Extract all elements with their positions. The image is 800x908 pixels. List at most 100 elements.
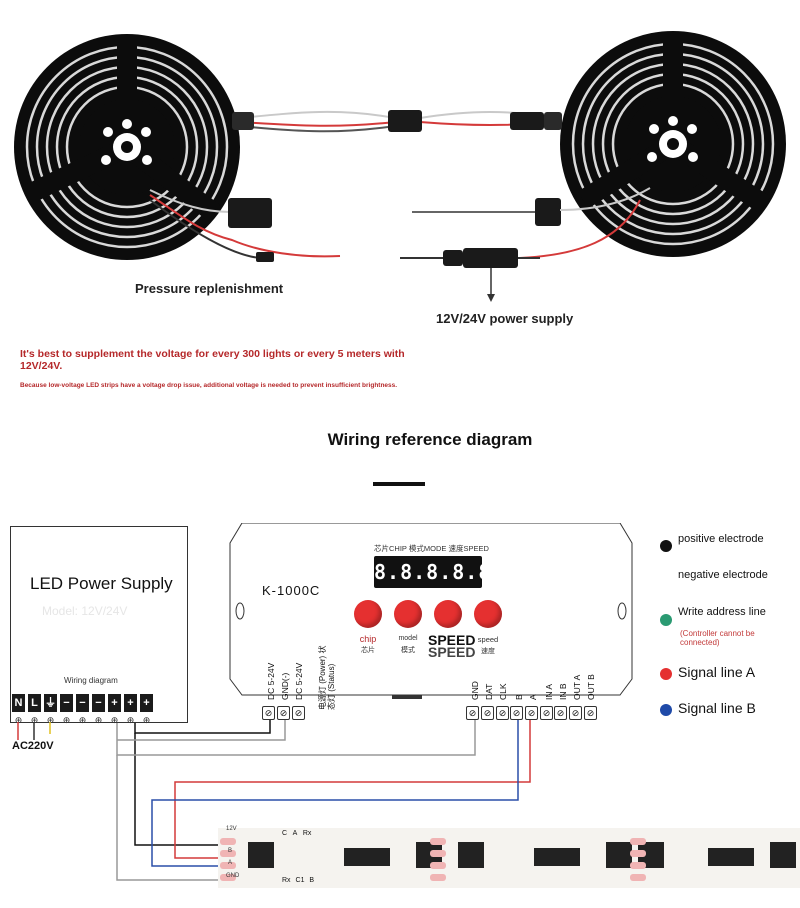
screw-terminal: ⊘ xyxy=(496,706,509,720)
psu-terminal-pos: + xyxy=(140,694,153,712)
strip-top-labels: C A Rx xyxy=(282,830,312,837)
reel-connector-wires xyxy=(232,110,562,133)
led-strip-illustration xyxy=(14,31,786,302)
controller-body xyxy=(229,523,633,699)
legend-signal-a: Signal line A xyxy=(678,664,756,680)
term-label-clk: CLK xyxy=(498,683,508,700)
led-reel-left xyxy=(14,34,240,260)
term-label-in-a: IN A xyxy=(544,683,554,700)
speed-label-big: SPEED xyxy=(428,632,476,648)
term-label-dat: DAT xyxy=(484,683,494,700)
legend-signal-b: Signal line B xyxy=(678,700,756,716)
term-label-out-b: OUT B xyxy=(586,674,596,700)
psu-terminal-neg: − xyxy=(76,694,89,712)
speed-down-button[interactable] xyxy=(474,600,502,628)
screw-icon: ⊕ xyxy=(94,715,103,725)
screw-icon: ⊕ xyxy=(14,715,23,725)
term-label-out-a: OUT A xyxy=(572,674,582,700)
screw-terminal: ⊘ xyxy=(554,706,567,720)
psu-terminal-n: N xyxy=(12,694,25,712)
pressure-connector xyxy=(149,189,341,262)
legend-negative: negative electrode xyxy=(678,569,768,581)
term-label-a: A xyxy=(528,694,538,700)
term-label-gnd2: GND xyxy=(470,681,480,700)
psu-title: LED Power Supply xyxy=(30,574,173,593)
screw-icon: ⊕ xyxy=(110,715,119,725)
controller-power-terminals: ⊘⊘⊘ xyxy=(262,706,305,720)
power-connector xyxy=(400,187,651,302)
ac-input-wires xyxy=(17,722,51,740)
psu-model: Model: 12V/24V xyxy=(42,604,128,618)
screw-icon: ⊕ xyxy=(46,715,55,725)
model-label: model xyxy=(398,635,418,642)
term-label-b: B xyxy=(514,694,524,700)
legend-dot-signal-a xyxy=(660,668,672,680)
screw-terminal: ⊘ xyxy=(540,706,553,720)
strip-pad-12v: 12V xyxy=(226,826,237,832)
strip-segment-3 xyxy=(638,842,796,868)
screw-terminal: ⊘ xyxy=(569,706,582,720)
screw-terminal: ⊘ xyxy=(277,706,290,720)
chip-label-cn: 芯片 xyxy=(361,647,375,654)
led-strip xyxy=(218,828,800,888)
led-reel-right xyxy=(560,31,786,257)
diagram-title: Wiring reference diagram xyxy=(327,430,533,449)
psu-terminal-ground: ⏚ xyxy=(44,694,57,712)
strip-pad-b: B xyxy=(228,848,233,854)
screw-icon: ⊕ xyxy=(142,715,151,725)
screw-icon: ⊕ xyxy=(126,715,135,725)
screw-terminal: ⊘ xyxy=(525,706,538,720)
strip-bottom-labels: Rx C1 B xyxy=(282,877,315,884)
term-label-dc1: DC 5-24V xyxy=(266,662,276,700)
screw-terminal: ⊘ xyxy=(481,706,494,720)
title-underline xyxy=(373,482,425,486)
status-led-label: 电源灯 (Power) 状态灯 (Status) xyxy=(318,645,336,710)
strip-pad-gnd: GND xyxy=(226,873,240,879)
controller-ab-terminals: ⊘⊘⊘ xyxy=(510,706,553,720)
legend-address-note: (Controller cannot be connected) xyxy=(680,629,755,647)
chip-label: chip xyxy=(359,634,377,644)
legend-dot-address xyxy=(660,614,672,626)
term-label-in-b: IN B xyxy=(558,683,568,700)
speed-up-button[interactable] xyxy=(434,600,462,628)
controller-top-labels: 芯片CHIP 模式MODE 速度SPEED xyxy=(374,544,489,553)
chip-button[interactable] xyxy=(354,600,382,628)
controller-signal-terminals: ⊘⊘⊘ xyxy=(466,706,509,720)
term-label-gnd: GND(-) xyxy=(280,672,290,700)
power-supply-label: 12V/24V power supply xyxy=(436,311,574,326)
screw-terminal: ⊘ xyxy=(584,706,597,720)
led-power-supply xyxy=(10,526,188,723)
psu-wiring-label: Wiring diagram xyxy=(64,676,118,685)
psu-terminal-pos: + xyxy=(108,694,121,712)
screw-icon: ⊕ xyxy=(62,715,71,725)
strip-pad-a: A xyxy=(228,860,233,866)
psu-screws: ⊕ ⊕ ⊕ ⊕ ⊕ ⊕ ⊕ ⊕ ⊕ xyxy=(12,715,153,726)
psu-terminal-block: N L ⏚ − − − + + + xyxy=(12,694,153,712)
pressure-replenishment-label: Pressure replenishment xyxy=(135,281,284,296)
legend-dot-signal-b xyxy=(660,704,672,716)
voltage-note-sub: Because low-voltage LED strips have a vo… xyxy=(20,382,398,389)
screw-terminal: ⊘ xyxy=(510,706,523,720)
screw-icon: ⊕ xyxy=(30,715,39,725)
legend-positive: positive electrode xyxy=(678,533,764,545)
term-label-dc2: DC 5-24V xyxy=(294,662,304,700)
model-button[interactable] xyxy=(394,600,422,628)
led-display: 8.8.8.8.8.8. xyxy=(374,556,530,588)
model-label-cn: 模式 xyxy=(401,647,415,654)
speed-label: speed xyxy=(477,635,499,644)
psu-terminal-l: L xyxy=(28,694,41,712)
speed-label-big-shadow: SPEED xyxy=(428,644,476,660)
controller-io-terminals: ⊘⊘⊘ xyxy=(554,706,597,720)
ac220v-label: AC220V xyxy=(12,740,54,752)
psu-terminal-neg: − xyxy=(92,694,105,712)
psu-terminal-pos: + xyxy=(124,694,137,712)
controller-model: K-1000C xyxy=(262,583,321,598)
screw-terminal: ⊘ xyxy=(466,706,479,720)
strip-segment-2 xyxy=(458,842,632,868)
legend-dot-positive xyxy=(660,540,672,552)
screw-terminal: ⊘ xyxy=(262,706,275,720)
screw-icon: ⊕ xyxy=(78,715,87,725)
psu-terminal-neg: − xyxy=(60,694,73,712)
screw-terminal: ⊘ xyxy=(292,706,305,720)
